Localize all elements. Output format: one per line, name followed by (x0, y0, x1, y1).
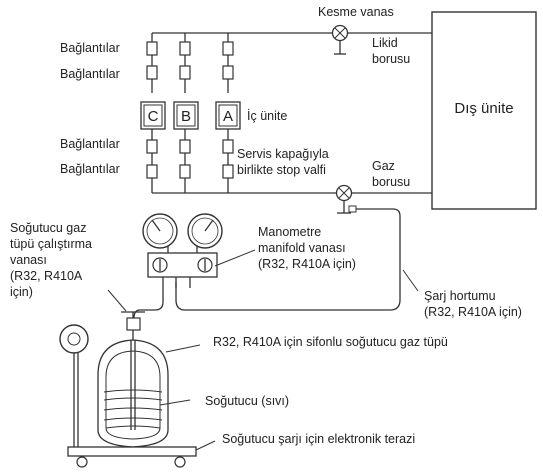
upper-connections (146, 41, 234, 80)
charge-hose-pointer (402, 269, 419, 292)
manifold-gauge-set (142, 213, 223, 288)
siphon-cylinder-pointer (165, 344, 201, 353)
shutoff-valve-label: Kesme vanas (318, 5, 394, 19)
electronic-scale-label: Soğutucu şarjı için elektronik terazi (222, 432, 415, 446)
liquid-pipe-label-1: Likid (372, 36, 398, 50)
cylinder-valve-label-4: (R32, R410A (10, 269, 83, 283)
electronic-scale-pointer (195, 440, 216, 451)
connections-label-3: Bağlantılar (60, 137, 120, 151)
connections-label-2: Bağlantılar (60, 67, 120, 81)
charge-hose-label-2: (R32, R410A için) (424, 305, 522, 319)
gas-pipe-label-2: borusu (372, 175, 410, 189)
refrigerant-liquid-label: Soğutucu (sıvı) (205, 394, 289, 408)
indoor-unit-a: A (223, 108, 233, 125)
manifold-label-3: (R32, R410A için) (258, 257, 356, 271)
gas-pipe-label-1: Gaz (372, 159, 395, 173)
indoor-unit-label: İç ünite (247, 109, 287, 123)
service-cap-label-2: birlikte stop valfi (237, 163, 326, 177)
outdoor-unit-label: Dış ünite (454, 100, 513, 117)
siphon-cylinder-label: R32, R410A için sifonlu soğutucu gaz tüp… (213, 335, 448, 349)
cylinder-valve-label-5: için) (10, 285, 33, 299)
cylinder-valve-pointer (107, 289, 127, 312)
manifold-to-cylinder-hose (133, 288, 164, 319)
liquid-pipe-label-2: borusu (372, 52, 410, 66)
service-cap-label-1: Servis kapağıyla (237, 147, 329, 161)
manifold-label-1: Manometre (258, 225, 321, 239)
siphon-cylinder (97, 339, 169, 448)
connections-label-4: Bağlantılar (60, 162, 120, 176)
charge-hose-label-1: Şarj hortumu (424, 289, 496, 303)
manifold-pointer (214, 249, 256, 267)
lower-connections (146, 139, 234, 179)
cylinder-valve-label-3: vanası (10, 253, 47, 267)
shutoff-valve-symbol (331, 24, 349, 55)
indoor-unit-b: B (181, 108, 191, 125)
connections-label-1: Bağlantılar (60, 41, 120, 55)
cylinder-valve-symbol (121, 311, 145, 340)
cylinder-valve-label-2: tüpü çalıştırma (10, 237, 92, 251)
indoor-units (140, 101, 241, 130)
cylinder-valve-label-1: Soğutucu gaz (10, 221, 86, 235)
manifold-label-2: manifold vanası (258, 241, 346, 255)
stop-valve-symbol (335, 184, 357, 214)
indoor-unit-c: C (148, 108, 159, 125)
scale-gauge (59, 324, 89, 450)
refrigerant-liquid-pointer (159, 399, 191, 406)
outdoor-unit-box (431, 11, 537, 210)
electronic-scale (67, 446, 197, 468)
charge-hose (175, 208, 401, 311)
